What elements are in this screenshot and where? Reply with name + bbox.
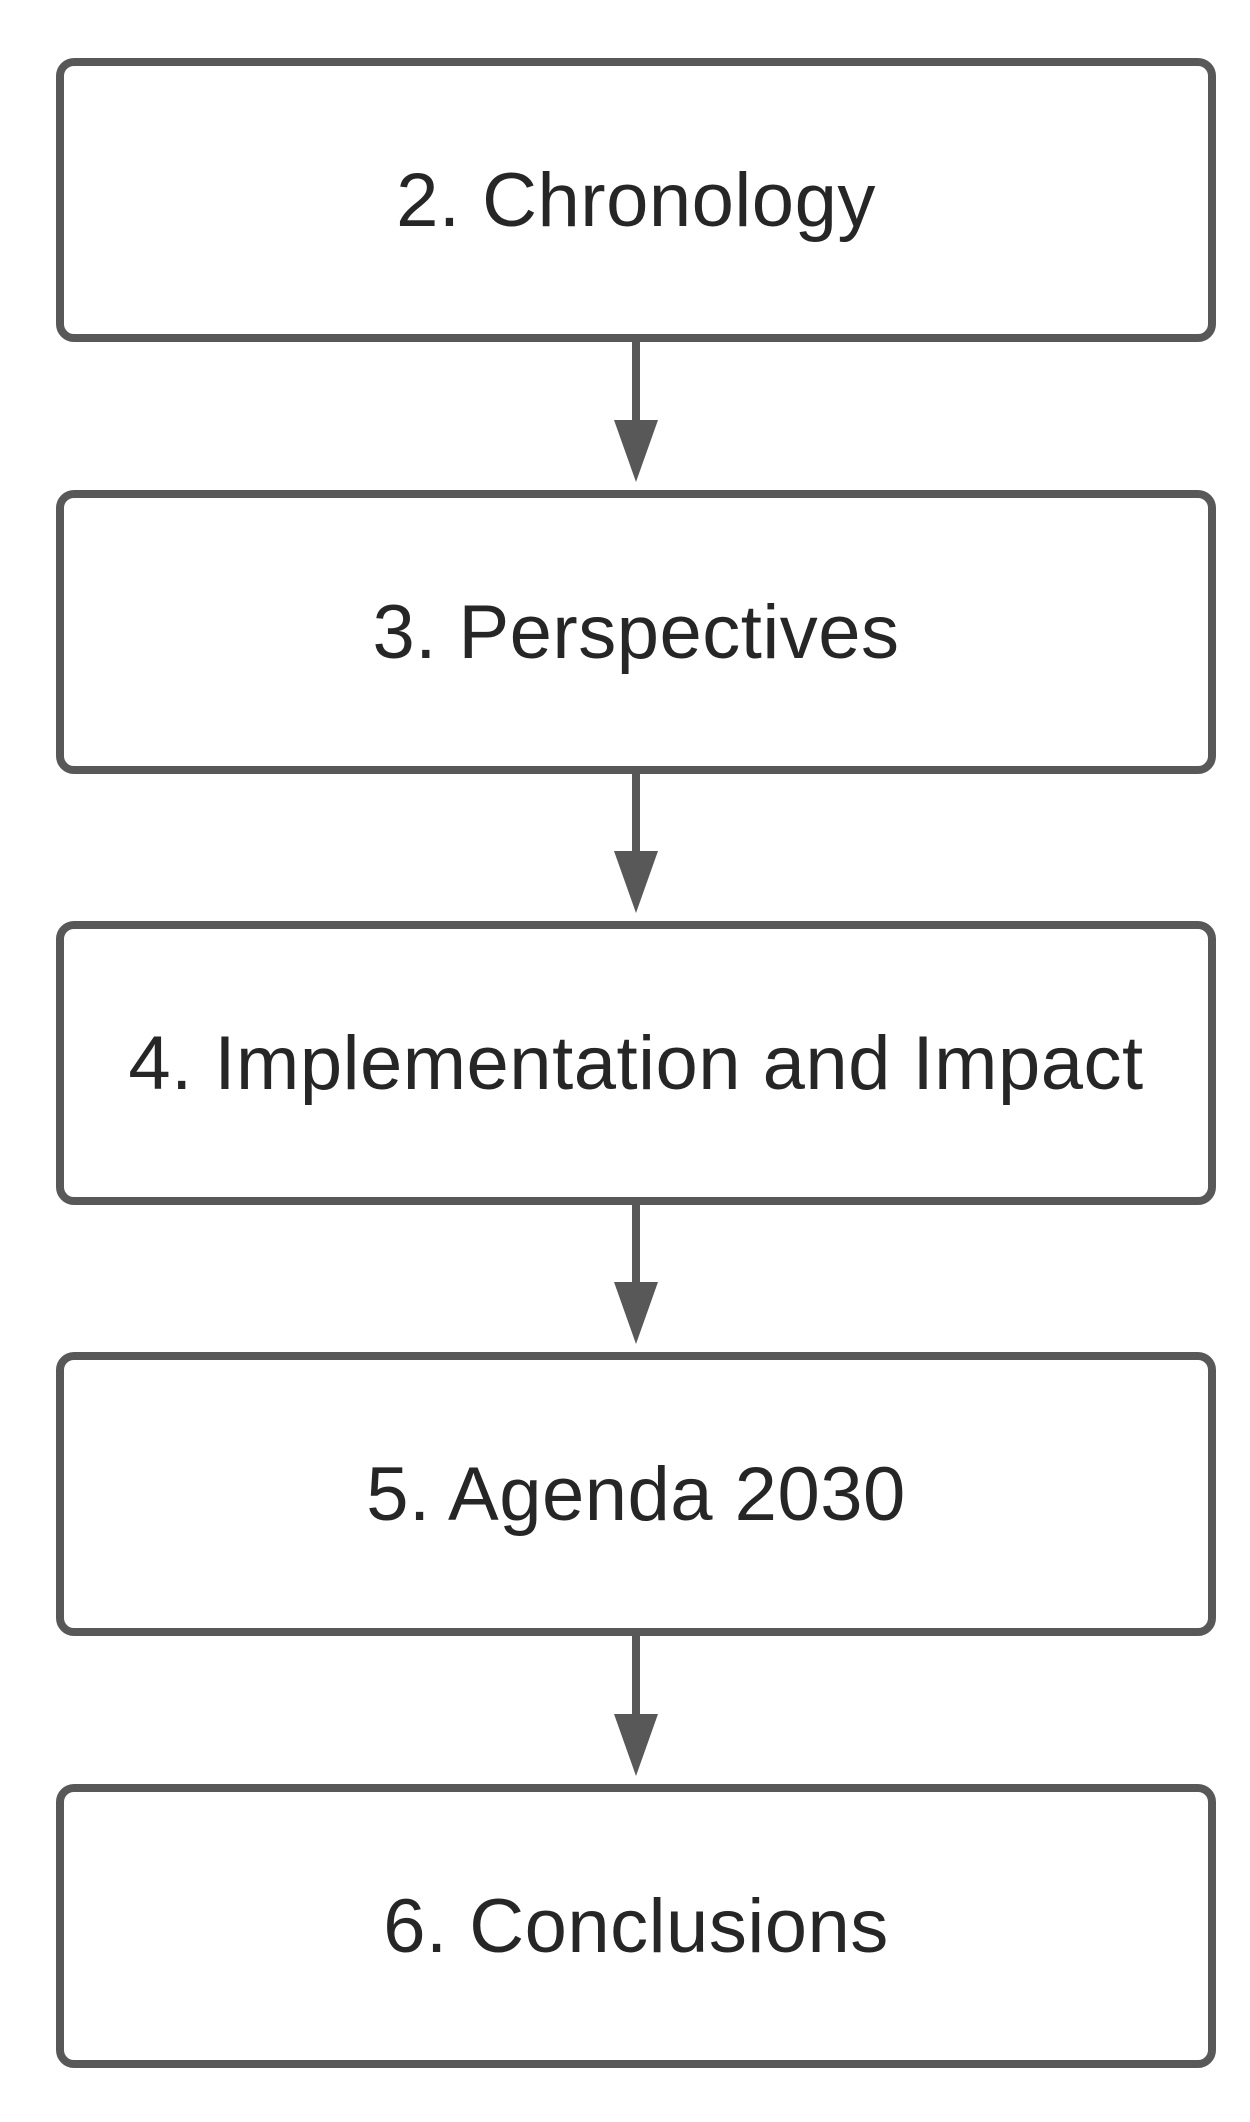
step-label: 2. Chronology (396, 157, 876, 243)
step-label: 3. Perspectives (372, 589, 900, 675)
step-box-agenda-2030: 5. Agenda 2030 (56, 1352, 1216, 1636)
step-box-implementation-and-impact: 4. Implementation and Impact (56, 921, 1216, 1205)
arrow-1-to-2 (614, 342, 658, 482)
step-label: 5. Agenda 2030 (366, 1451, 906, 1537)
step-label: 6. Conclusions (383, 1883, 889, 1969)
step-box-chronology: 2. Chronology (56, 58, 1216, 342)
step-box-perspectives: 3. Perspectives (56, 490, 1216, 774)
arrow-3-to-4 (614, 1205, 658, 1344)
step-label: 4. Implementation and Impact (128, 1020, 1144, 1106)
arrow-4-to-5 (614, 1636, 658, 1776)
step-box-conclusions: 6. Conclusions (56, 1784, 1216, 2068)
arrow-2-to-3 (614, 774, 658, 913)
